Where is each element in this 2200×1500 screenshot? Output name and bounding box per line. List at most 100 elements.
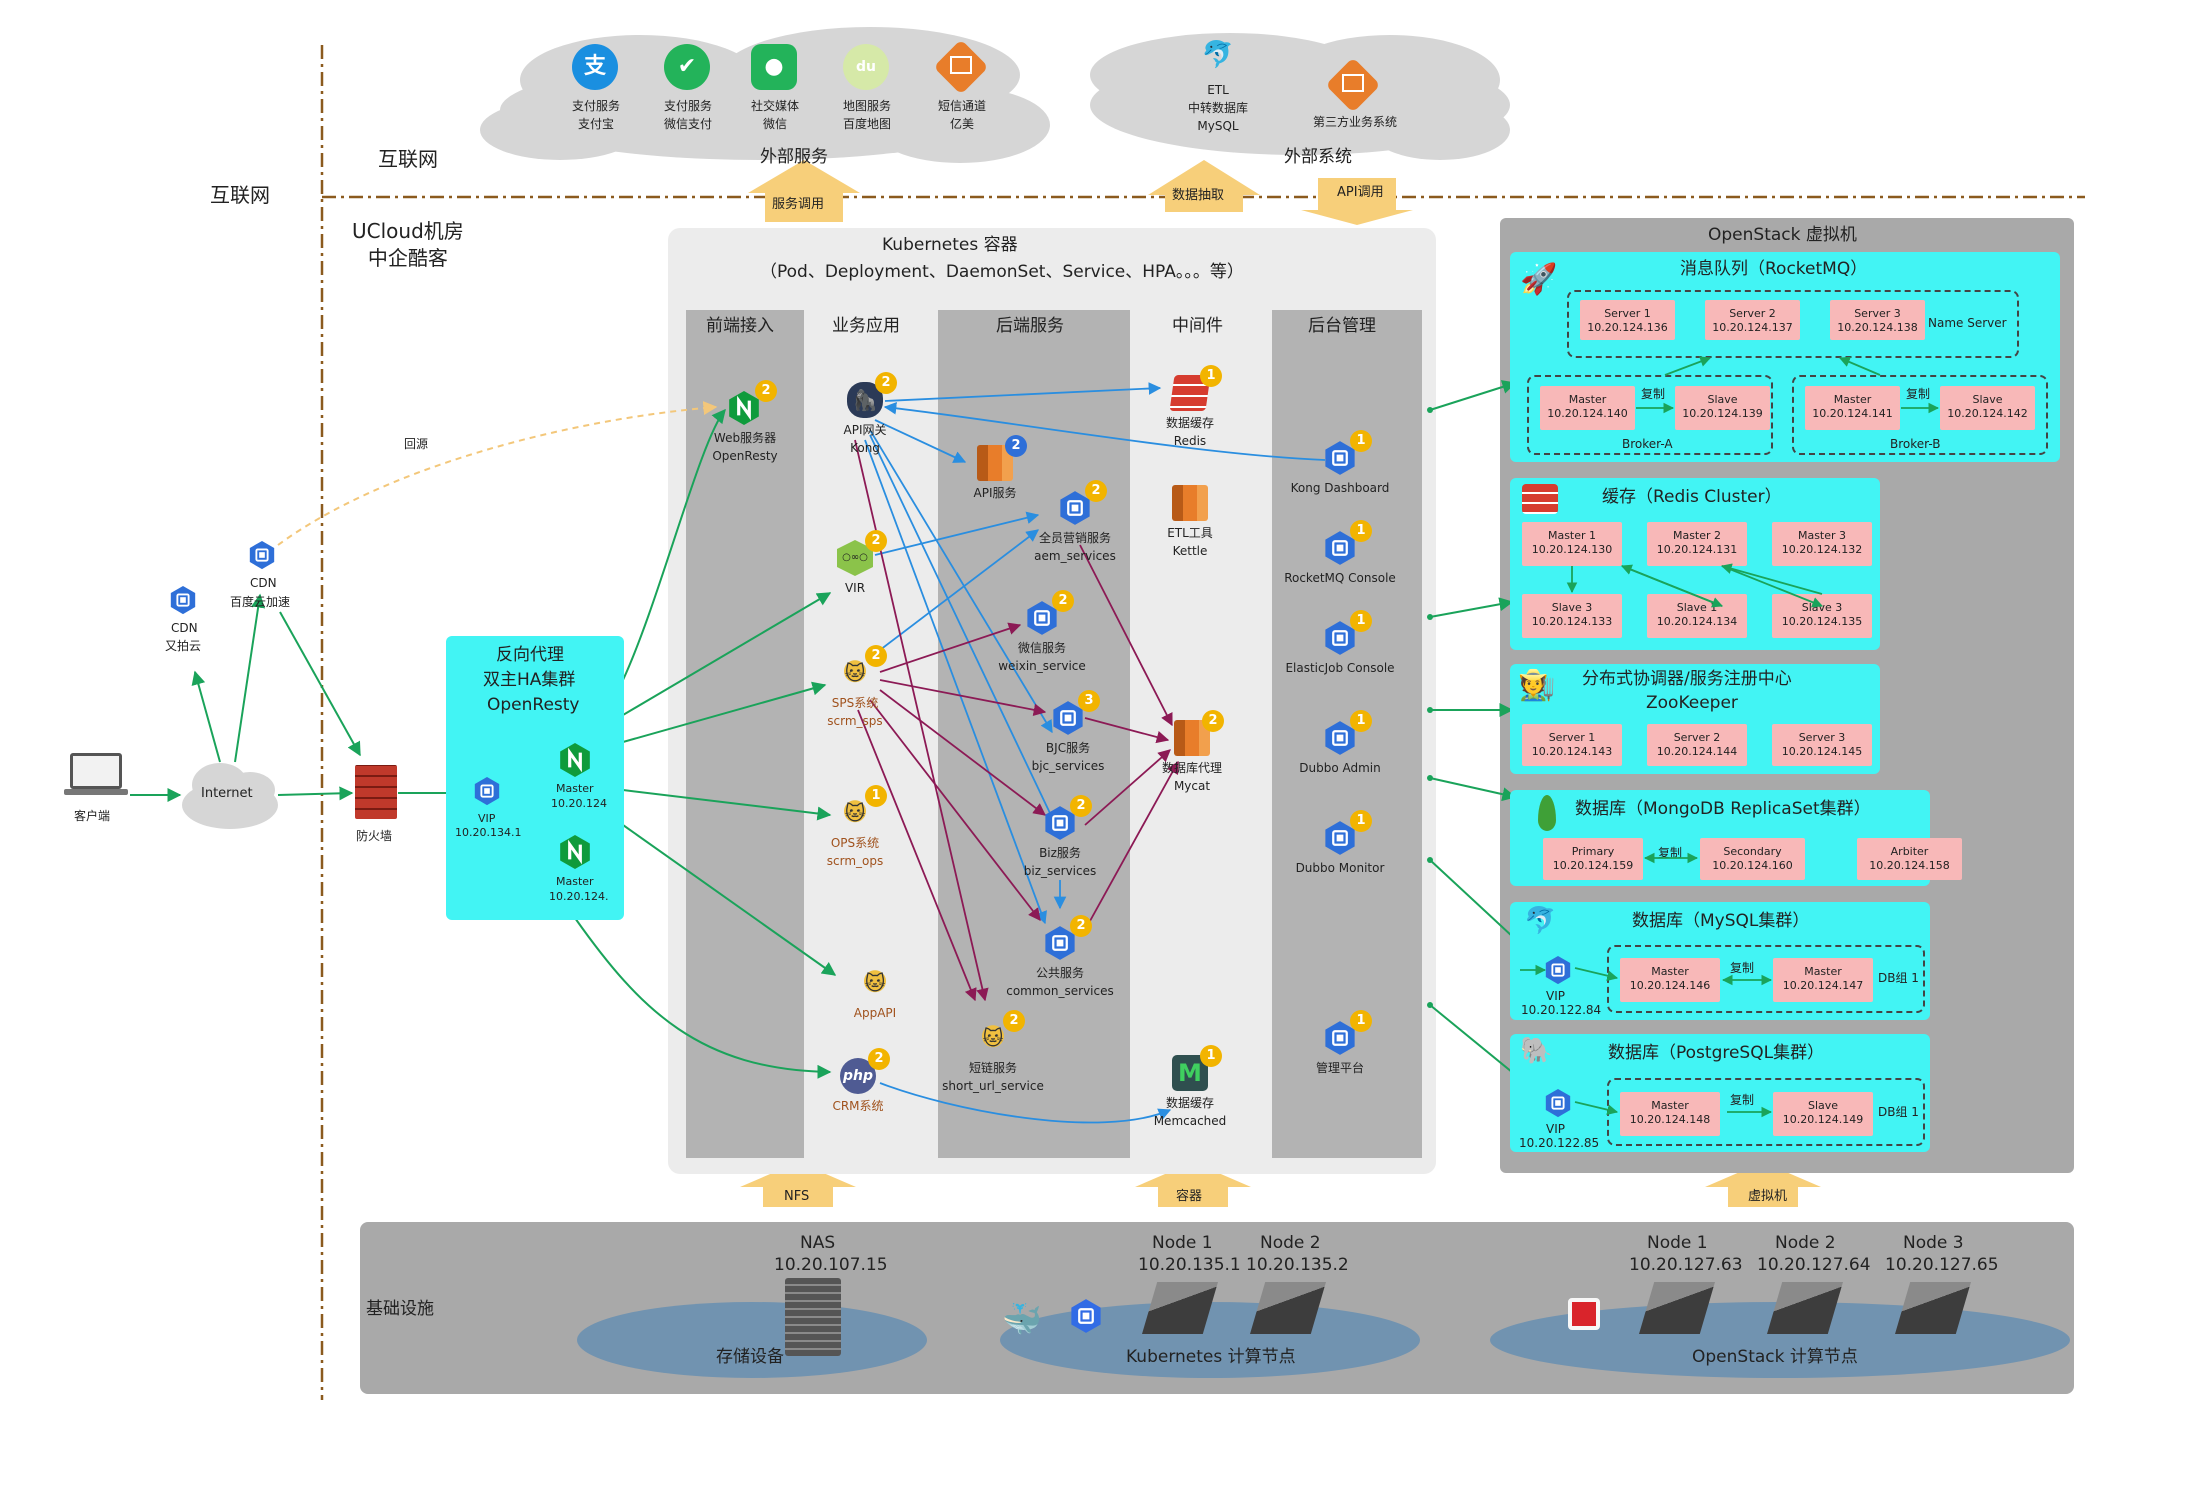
broker-a-slave-role: Slave bbox=[1707, 393, 1738, 406]
redis-title: 缓存（Redis Cluster） bbox=[1602, 487, 1782, 507]
short-label-1: 短链服务 bbox=[968, 1061, 1017, 1075]
mysql-group-label: DB组 1 bbox=[1878, 971, 1919, 985]
data-extract-arrow bbox=[1148, 160, 1260, 212]
cdn1-label-b: 又拍云 bbox=[165, 639, 202, 653]
short-label-2: short_url_service bbox=[942, 1079, 1044, 1093]
nfs-label: NFS bbox=[784, 1189, 810, 1204]
memcached-replica-badge: 1 bbox=[1200, 1045, 1222, 1067]
os-node-2-label: Node 2 bbox=[1775, 1233, 1836, 1253]
kubernetes-icon bbox=[1071, 1299, 1101, 1333]
common-label-1: 公共服务 bbox=[1035, 966, 1084, 980]
redis-label-2: Redis bbox=[1173, 434, 1207, 448]
bjc-icon bbox=[1053, 701, 1083, 735]
zk-title-2: ZooKeeper bbox=[1646, 693, 1738, 713]
k8s-title: Kubernetes 容器 bbox=[882, 235, 1018, 255]
nas-ip: 10.20.107.15 bbox=[774, 1255, 888, 1275]
etl-label-2: 中转数据库 bbox=[1187, 101, 1248, 115]
reverse-proxy-panel bbox=[446, 636, 624, 920]
arrow-cdn2-firewall bbox=[279, 611, 361, 757]
redis-master-1-role: Master 1 bbox=[1547, 529, 1597, 542]
mgmt-icon bbox=[1325, 1021, 1355, 1055]
mysql-node-1-role: Master bbox=[1651, 965, 1689, 978]
nas-label: NAS bbox=[800, 1233, 836, 1253]
redis-master-3-role: Master 3 bbox=[1797, 529, 1847, 542]
broker-b-master-role: Master bbox=[1833, 393, 1872, 406]
k8s-nodes-label: Kubernetes 计算节点 bbox=[1126, 1347, 1296, 1367]
rmq-server-3-role: Server 3 bbox=[1854, 307, 1901, 320]
rmq-server-1-ip: 10.20.124.136 bbox=[1587, 321, 1668, 335]
biz-label-1: Biz服务 bbox=[1039, 846, 1081, 860]
appapi-label-1: AppAPI bbox=[853, 1006, 897, 1020]
nginx-master1-icon bbox=[560, 743, 590, 777]
arrow-to-mongo bbox=[1429, 777, 1517, 802]
arrow-sps-short bbox=[857, 709, 977, 1002]
common-icon bbox=[1045, 926, 1075, 960]
redis-cluster-icon bbox=[1522, 484, 1558, 514]
mysql-node-1-ip: 10.20.124.146 bbox=[1629, 979, 1711, 993]
pg-vip-ip: 10.20.122.85 bbox=[1519, 1136, 1600, 1150]
mysql-icon: 🐬 bbox=[1201, 40, 1235, 70]
dubbomon-icon bbox=[1325, 821, 1355, 855]
vip-label-b: 10.20.134.1 bbox=[455, 826, 522, 839]
crm-replica-badge: 2 bbox=[868, 1048, 890, 1070]
common-replica-badge: 2 bbox=[1070, 915, 1092, 937]
master1-label-b: 10.20.124 bbox=[551, 797, 607, 810]
cdn-baidu-icon bbox=[249, 540, 275, 570]
mgmt-replica-badge: 1 bbox=[1350, 1010, 1372, 1032]
rmq-server-1-role: Server 1 bbox=[1604, 307, 1651, 320]
mysql-vip-label: VIP bbox=[1546, 989, 1565, 1003]
arrow-sps-biz bbox=[879, 689, 1047, 816]
redis-slave-3-ip: 10.20.124.135 bbox=[1781, 615, 1863, 629]
mongo-node-2-ip: 10.20.124.160 bbox=[1712, 859, 1793, 873]
redis-slave-3-role: Slave 3 bbox=[1801, 601, 1843, 614]
origin-back-line bbox=[277, 401, 718, 546]
redis-master-1-ip: 10.20.124.130 bbox=[1531, 543, 1613, 557]
web-label-1: Web服务器 bbox=[713, 431, 777, 445]
arrow-internet-cdn2 bbox=[234, 593, 266, 763]
arrow-aem-mycat bbox=[1079, 544, 1173, 727]
baidumap-icon: du bbox=[843, 44, 889, 90]
ext-service-line1: 支付服务 bbox=[571, 99, 620, 113]
vir-label-1: VIR bbox=[844, 581, 866, 595]
col-title-frontend: 前端接入 bbox=[706, 316, 774, 336]
k8s-pool bbox=[1000, 1302, 1420, 1378]
broker-b-group bbox=[1792, 375, 2048, 455]
k8s-node-1-ip: 10.20.135.1 bbox=[1138, 1255, 1241, 1275]
wechat-icon: ● bbox=[751, 44, 797, 90]
laptop-base bbox=[64, 789, 128, 795]
ops-replica-badge: 1 bbox=[865, 785, 887, 807]
etl-label-1: ETL工具 bbox=[1167, 526, 1213, 540]
broker-b-master-ip: 10.20.124.141 bbox=[1812, 407, 1893, 421]
mgmt-label-1: 管理平台 bbox=[1315, 1061, 1364, 1075]
redis-master-3-ip: 10.20.124.132 bbox=[1781, 543, 1863, 557]
arrow-proxy-appapi bbox=[622, 824, 837, 976]
redis-slave-1-role: Slave 3 bbox=[1551, 601, 1593, 614]
short-replica-badge: 2 bbox=[1003, 1010, 1025, 1032]
nfs-arrow bbox=[740, 1162, 856, 1207]
os-node-2-ip: 10.20.127.64 bbox=[1757, 1255, 1871, 1275]
proxy-title-2: 双主HA集群 bbox=[483, 670, 576, 690]
vip-icon bbox=[474, 776, 500, 806]
zk-server-1-role: Server 1 bbox=[1548, 731, 1596, 744]
os-node-1-label: Node 1 bbox=[1647, 1233, 1708, 1253]
crm-icon: php bbox=[840, 1058, 876, 1094]
weixin-label-2: weixin_service bbox=[998, 659, 1086, 673]
aem-label-2: aem_services bbox=[1034, 549, 1116, 563]
kong-label-2: Kong bbox=[850, 441, 880, 455]
cdn-upyun-icon bbox=[170, 585, 196, 615]
mongo-node-3-role: Arbiter bbox=[1890, 845, 1929, 858]
broker-a-group bbox=[1527, 375, 1773, 455]
api-label-1: API服务 bbox=[973, 486, 1017, 500]
k8s-node-1-label: Node 1 bbox=[1152, 1233, 1213, 1253]
redis-label-1: 数据缓存 bbox=[1165, 416, 1214, 430]
aem-label-1: 全员营销服务 bbox=[1038, 531, 1111, 545]
ops-label-1: OPS系统 bbox=[830, 836, 880, 850]
master2-label-b: 10.20.124. bbox=[549, 890, 609, 903]
